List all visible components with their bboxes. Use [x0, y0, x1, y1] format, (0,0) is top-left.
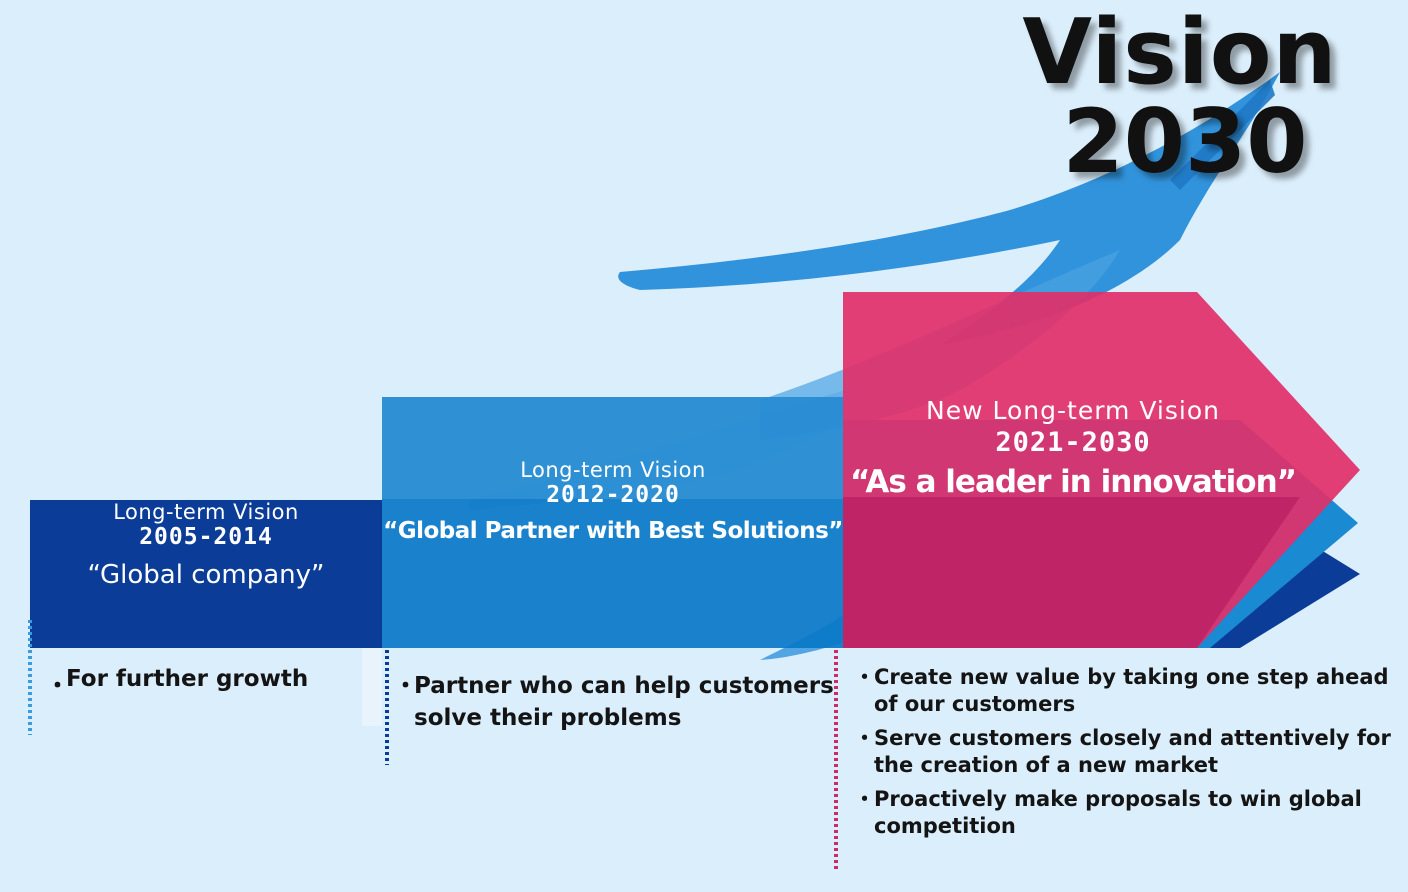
title-word: Vision [1022, 0, 1338, 105]
vision-2005-text: Long-term Vision 2005-2014 “Global compa… [30, 500, 382, 590]
vision-years: 2012-2020 [546, 482, 680, 508]
bullet-item: ・ Partner who can help customers solve t… [392, 670, 842, 734]
bullet-text: For further growth [66, 666, 309, 692]
vision-label: Long-term Vision [113, 500, 299, 524]
bullet-dot: ・ [854, 665, 875, 689]
bullet-dot: ・ [854, 787, 875, 811]
vision-title: Vision 2030 [980, 8, 1380, 186]
vision-label: New Long-term Vision [926, 396, 1220, 425]
vision-slogan: “As a leader in innovation” [849, 464, 1297, 500]
vision-2012-text: Long-term Vision 2012-2020 “Global Partn… [382, 458, 844, 544]
vision-label: Long-term Vision [520, 458, 706, 482]
vision-box-2005 [30, 500, 382, 648]
title-year: 2030 [1062, 90, 1308, 193]
bullet-text: Partner who can help customers solve the… [414, 673, 834, 731]
vision-2021-bullets: ・ Create new value by taking one step ah… [852, 664, 1397, 847]
vision-2012-bullets: ・ Partner who can help customers solve t… [392, 670, 842, 742]
vision-years: 2021-2030 [995, 427, 1151, 458]
bullet-item: ・ Proactively make proposals to win glob… [852, 786, 1397, 840]
bullet-text: Proactively make proposals to win global… [874, 787, 1362, 838]
bullet-dot: ・ [854, 726, 875, 750]
vision-2021-text: New Long-term Vision 2021-2030 “As a lea… [843, 396, 1303, 500]
bullet-item: ・ For further growth [44, 666, 364, 699]
bullet-text: Create new value by taking one step ahea… [874, 665, 1389, 716]
vision-2005-bullets: ・ For further growth [44, 666, 364, 700]
bullet-dot: ・ [394, 673, 417, 699]
bullet-item: ・ Create new value by taking one step ah… [852, 664, 1397, 718]
bullet-dot: ・ [46, 673, 69, 699]
vision-years: 2005-2014 [139, 524, 273, 550]
bullet-item: ・ Serve customers closely and attentivel… [852, 725, 1397, 779]
vision-slogan: “Global Partner with Best Solutions” [383, 518, 843, 544]
vision-slogan: “Global company” [87, 560, 325, 590]
bullet-text: Serve customers closely and attentively … [874, 726, 1391, 777]
